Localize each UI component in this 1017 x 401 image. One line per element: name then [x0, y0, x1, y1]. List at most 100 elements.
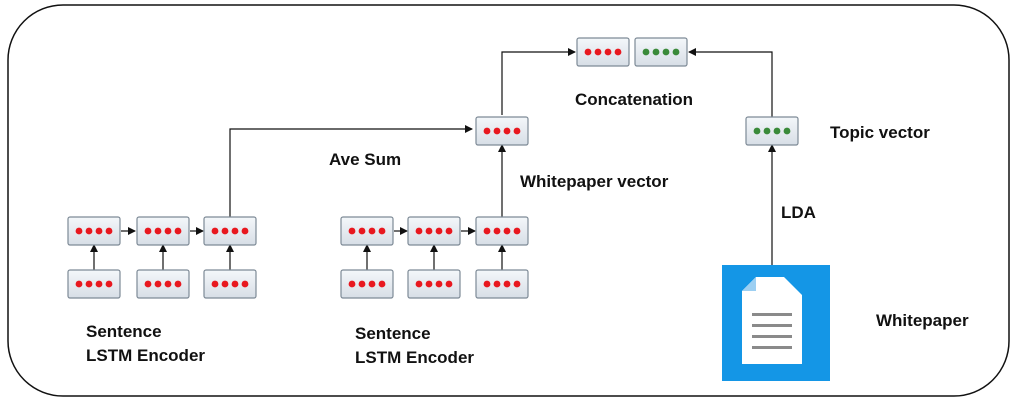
topic-vector-dot	[763, 127, 771, 135]
enc1-to-avesum-arrow	[229, 125, 473, 217]
enc2-input-vector-3-dot	[503, 280, 511, 288]
concat-topic-vector-box	[634, 37, 688, 67]
enc1-input-vector-3-dot	[211, 280, 219, 288]
enc2-input-vector-1-dot	[358, 280, 366, 288]
enc2-hidden-vector-2-box	[407, 216, 461, 246]
topic-vector-box	[745, 116, 799, 146]
enc1-hidden-vector-3	[203, 216, 257, 246]
enc2-hidden-vector-1-dot	[358, 227, 366, 235]
whitepaper-vector-dot	[503, 127, 511, 135]
encoder-1-label-line1: Sentence	[86, 322, 162, 341]
enc2-hidden-vector-3-box	[475, 216, 529, 246]
enc2-hidden-vector-3-dot	[513, 227, 521, 235]
vector-group	[67, 37, 799, 299]
enc2-hidden-vector-1-dot	[378, 227, 386, 235]
enc2-input-vector-3-dot	[513, 280, 521, 288]
enc1-input-vector-3-dot	[221, 280, 229, 288]
enc1-hidden-vector-1-dot	[85, 227, 93, 235]
enc1-hidden-vector-3-dot	[241, 227, 249, 235]
concat-whitepaper-vector-dot	[594, 48, 602, 56]
document-icon-page	[742, 277, 802, 364]
enc1-hidden-vector-2-dot	[164, 227, 172, 235]
enc1-input-vector-3-dot	[241, 280, 249, 288]
enc2-input-vector-3	[475, 269, 529, 299]
enc1-input-vector-2-dot	[164, 280, 172, 288]
enc1-input-vector-3	[203, 269, 257, 299]
enc1-hidden-vector-2-dot	[174, 227, 182, 235]
enc1-input-vector-1-dot	[105, 280, 113, 288]
enc2-input-vector-1-dot	[378, 280, 386, 288]
concat-topic-vector-dot	[662, 48, 670, 56]
enc1-hidden-vector-3-dot	[221, 227, 229, 235]
topic-vector	[745, 116, 799, 146]
enc1-hidden-vector-2	[136, 216, 190, 246]
enc2-hidden-vector-3-dot	[493, 227, 501, 235]
document-icon-fold	[742, 277, 756, 291]
topic-vector-label: Topic vector	[830, 123, 930, 142]
topic-to-concat-arrow	[688, 48, 773, 117]
enc2-input-vector-2-dot	[415, 280, 423, 288]
enc1-hidden-vector-3-box	[203, 216, 257, 246]
enc2-input-vector-2-dot	[435, 280, 443, 288]
enc1-input-vector-1-dot	[75, 280, 83, 288]
enc1-hidden-vector-2-box	[136, 216, 190, 246]
enc2-input-vector-2-box	[407, 269, 461, 299]
encoder-2-label-line1: Sentence	[355, 324, 431, 343]
enc1-input-vector-3-dot	[231, 280, 239, 288]
enc1-hidden-vector-3-dot	[211, 227, 219, 235]
lda-label: LDA	[781, 203, 816, 222]
enc1-input-vector-1	[67, 269, 121, 299]
concat-topic-vector	[634, 37, 688, 67]
topic-vector-dot	[753, 127, 761, 135]
enc2-input-vector-1-dot	[368, 280, 376, 288]
enc1-hidden-vector-1-dot	[105, 227, 113, 235]
enc2-hidden-vector-1-box	[340, 216, 394, 246]
concat-whitepaper-vector	[576, 37, 630, 67]
enc1-input-vector-1-dot	[95, 280, 103, 288]
encoder-2-label-line2: LSTM Encoder	[355, 348, 475, 367]
enc2-input-vector-3-dot	[483, 280, 491, 288]
concatenation-label: Concatenation	[575, 90, 694, 109]
document-icon-line-4	[752, 346, 792, 349]
topic-vector-dot	[773, 127, 781, 135]
enc1-hidden-vector-2-dot	[154, 227, 162, 235]
enc2-input-vector-2	[407, 269, 461, 299]
enc1-hidden-vector-3-dot	[231, 227, 239, 235]
ave-sum-label: Ave Sum	[329, 150, 402, 169]
concat-topic-vector-dot	[642, 48, 650, 56]
enc2-hidden-vector-2-dot	[445, 227, 453, 235]
enc2-input-vector-3-box	[475, 269, 529, 299]
enc2-hidden-vector-3	[475, 216, 529, 246]
enc1-input-vector-2-box	[136, 269, 190, 299]
whitepaper-vector	[475, 116, 529, 146]
whitepaper-vector-dot	[483, 127, 491, 135]
enc1-input-vector-2	[136, 269, 190, 299]
enc2-hidden-vector-1	[340, 216, 394, 246]
enc2-hidden-vector-2	[407, 216, 461, 246]
whitepaper-vector-box	[475, 116, 529, 146]
enc2-hidden-vector-2-dot	[435, 227, 443, 235]
enc1-input-vector-1-dot	[85, 280, 93, 288]
enc2-input-vector-1-box	[340, 269, 394, 299]
enc2-hidden-vector-1-dot	[368, 227, 376, 235]
concat-topic-vector-dot	[652, 48, 660, 56]
enc1-input-vector-3-box	[203, 269, 257, 299]
outer-border	[7, 4, 1010, 397]
enc1-input-vector-2-dot	[174, 280, 182, 288]
whitepaper-vector-dot	[493, 127, 501, 135]
enc1-input-vector-1-box	[67, 269, 121, 299]
enc1-hidden-vector-1	[67, 216, 121, 246]
whitepaper-vector-label: Whitepaper vector	[520, 172, 669, 191]
encoder-1-label-line2: LSTM Encoder	[86, 346, 206, 365]
enc1-hidden-vector-1-dot	[75, 227, 83, 235]
concat-whitepaper-vector-box	[576, 37, 630, 67]
document-icon-line-2	[752, 324, 792, 327]
document-icon	[722, 265, 830, 381]
enc2-hidden-vector-2-dot	[415, 227, 423, 235]
concat-whitepaper-vector-dot	[604, 48, 612, 56]
enc2-input-vector-2-dot	[445, 280, 453, 288]
enc2-input-vector-3-dot	[493, 280, 501, 288]
document-icon-line-3	[752, 335, 792, 338]
enc1-hidden-vector-2-dot	[144, 227, 152, 235]
